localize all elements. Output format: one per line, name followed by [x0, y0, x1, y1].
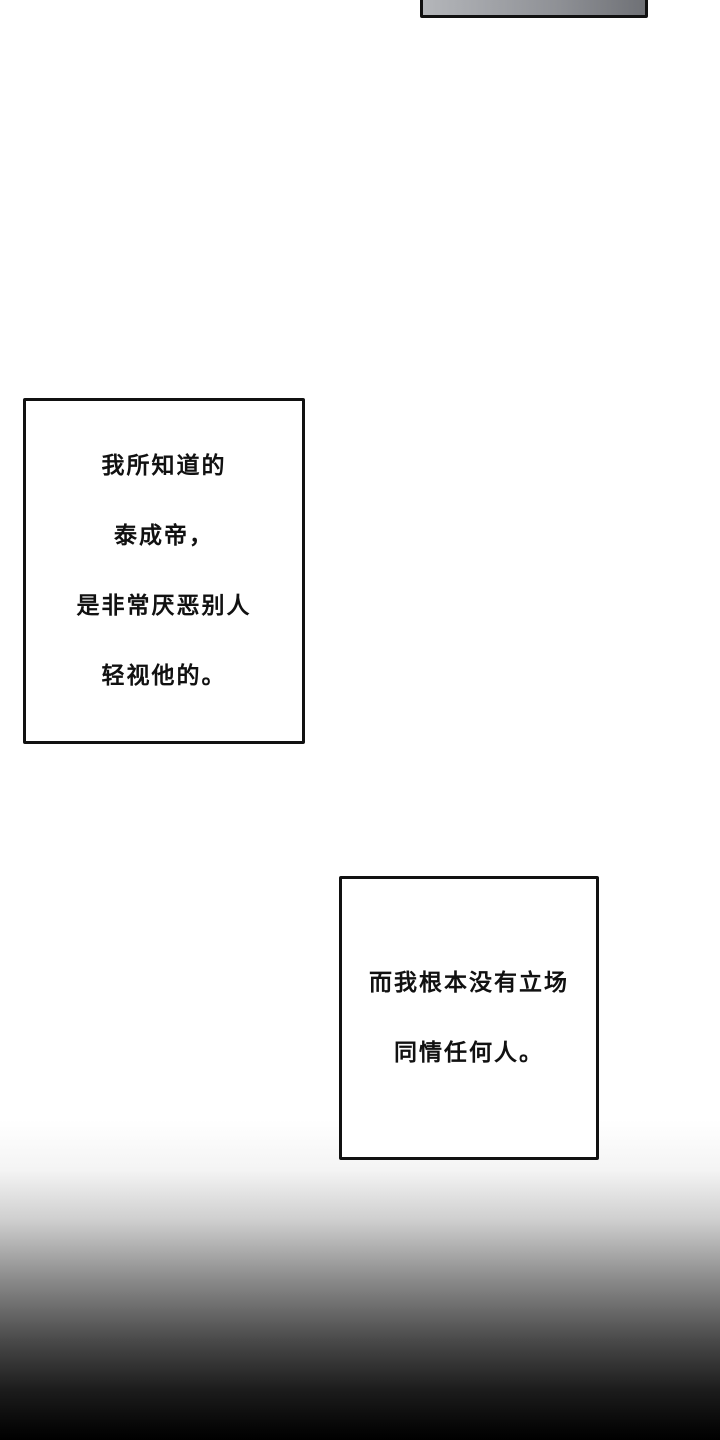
- narration-line: 泰成帝，: [114, 522, 214, 549]
- narration-line: 同情任何人。: [394, 1039, 544, 1066]
- narration-box-2: 而我根本没有立场 同情任何人。: [339, 876, 599, 1160]
- narration-box-1: 我所知道的 泰成帝， 是非常厌恶别人 轻视他的。: [23, 398, 305, 744]
- narration-line: 是非常厌恶别人: [76, 592, 252, 619]
- narration-text-2: 而我根本没有立场 同情任何人。: [369, 931, 569, 1106]
- comic-panel-top: [420, 0, 648, 18]
- narration-line: 轻视他的。: [101, 662, 227, 689]
- narration-line: 我所知道的: [101, 452, 227, 479]
- narration-text-1: 我所知道的 泰成帝， 是非常厌恶别人 轻视他的。: [77, 414, 252, 729]
- narration-line: 而我根本没有立场: [369, 969, 569, 996]
